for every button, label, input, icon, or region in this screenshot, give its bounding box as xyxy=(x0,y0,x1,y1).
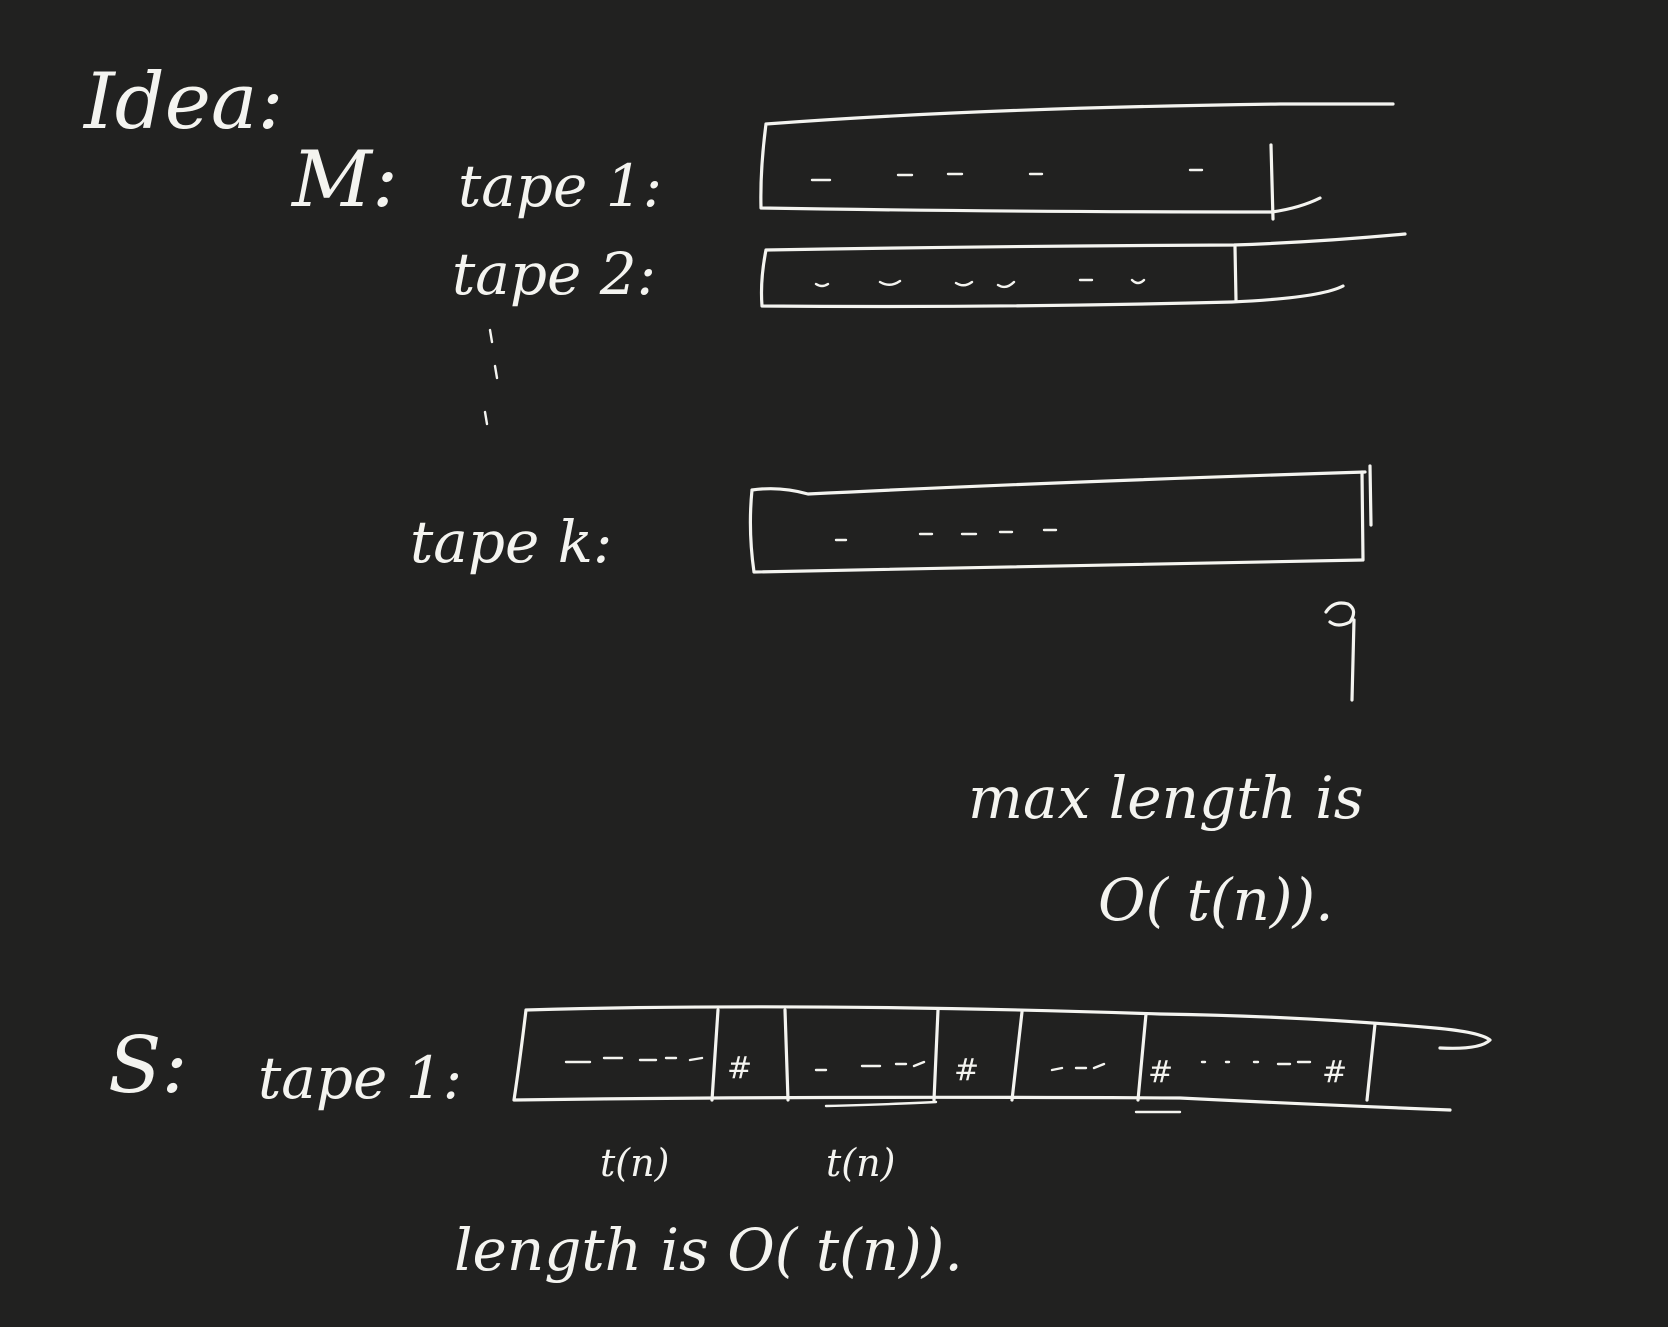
s-cell-divider-2 xyxy=(783,1008,790,1102)
tape-ellipsis-dots xyxy=(483,328,499,426)
s-tape-1-label: tape 1: xyxy=(258,1044,462,1112)
s-note: length is O( t(n)). xyxy=(454,1216,963,1284)
s-cell-divider-3 xyxy=(932,1008,940,1102)
m-note-line-1: max length is xyxy=(968,764,1364,832)
s-cell-divider-1 xyxy=(710,1008,720,1102)
s-cell-divider-4 xyxy=(1010,1010,1024,1102)
s-cell-divider-6 xyxy=(1365,1022,1377,1102)
s-segment-label-2: t(n) xyxy=(826,1141,895,1185)
m-tape-1-strip xyxy=(759,102,1395,214)
s-separator-3: # xyxy=(1148,1055,1173,1090)
m-tape-k-blank-marks xyxy=(834,528,1058,542)
idea-heading: Idea: xyxy=(82,57,284,147)
m-tape-1: tape 1: xyxy=(458,102,1395,221)
s-tape-1: # # # # xyxy=(512,1005,1492,1114)
m-tape-2-head-line xyxy=(1233,245,1238,302)
m-tape-k-strip xyxy=(748,470,1367,574)
m-tape-2-strip xyxy=(759,232,1407,309)
m-tape-2: tape 2: xyxy=(452,232,1407,309)
s-separator-2: # xyxy=(954,1053,979,1088)
s-tape-1-cell-marks xyxy=(564,1056,1312,1072)
head-pointer-arrow xyxy=(1324,601,1356,702)
m-tape-1-label: tape 1: xyxy=(458,152,662,220)
machine-s-label: S: xyxy=(108,1021,188,1111)
machine-m-label: M: xyxy=(290,135,398,225)
m-tape-1-head-line xyxy=(1269,143,1275,221)
s-tape-1-strip xyxy=(512,1005,1492,1112)
s-segment-underline-1 xyxy=(824,1100,938,1108)
s-separator-4: # xyxy=(1322,1055,1347,1090)
m-tape-k-head-line xyxy=(1360,464,1373,562)
m-tape-k-label: tape k: xyxy=(410,508,612,576)
s-segment-label-1: t(n) xyxy=(600,1141,669,1185)
s-cell-divider-5 xyxy=(1136,1012,1148,1102)
s-separator-1: # xyxy=(727,1051,752,1086)
m-tape-1-blank-marks xyxy=(810,168,1204,182)
m-tape-2-label: tape 2: xyxy=(452,240,656,308)
m-tape-k: tape k: xyxy=(410,464,1373,576)
m-note-line-2: O( t(n)). xyxy=(1098,866,1334,934)
m-tape-2-blank-marks xyxy=(814,278,1146,289)
